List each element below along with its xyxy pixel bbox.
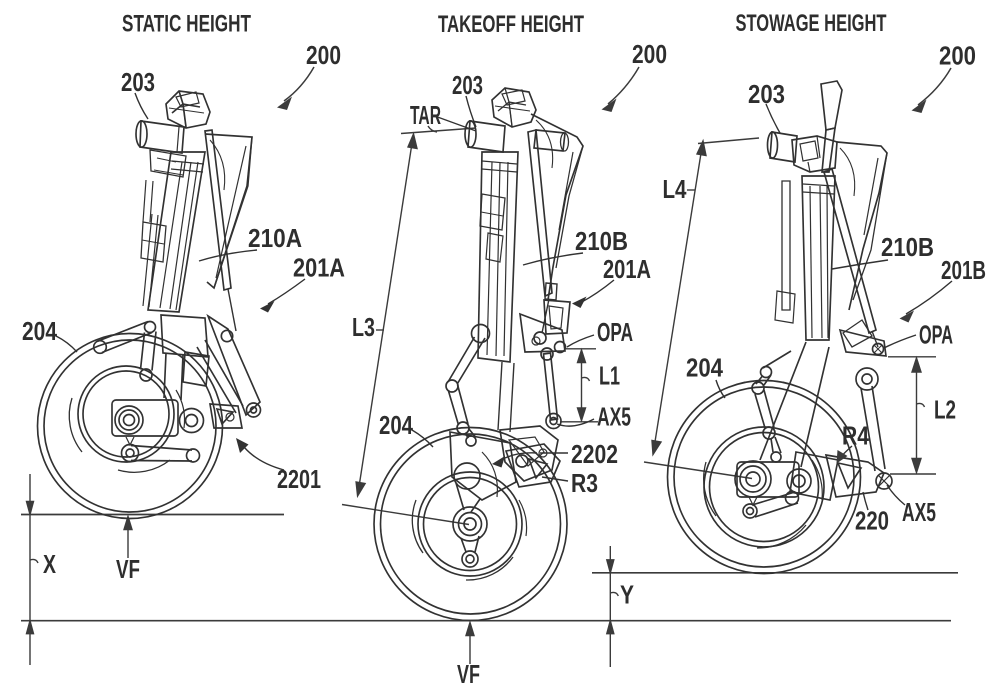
svg-text:2201: 2201	[277, 464, 321, 494]
svg-text:OPA: OPA	[919, 320, 953, 350]
svg-text:220: 220	[855, 506, 889, 536]
svg-text:VF: VF	[457, 659, 480, 689]
svg-text:AX5: AX5	[597, 402, 631, 432]
svg-text:TAR: TAR	[410, 100, 441, 130]
svg-text:200: 200	[939, 41, 976, 71]
svg-text:L4: L4	[663, 174, 687, 204]
svg-text:STATIC HEIGHT: STATIC HEIGHT	[122, 11, 251, 38]
svg-text:OPA: OPA	[597, 317, 633, 347]
svg-text:200: 200	[632, 39, 667, 69]
svg-text:Y: Y	[620, 580, 634, 610]
svg-text:204: 204	[22, 316, 57, 346]
svg-text:210B: 210B	[881, 232, 934, 262]
svg-text:R4: R4	[842, 421, 869, 451]
svg-text:200: 200	[306, 40, 341, 70]
svg-text:204: 204	[686, 353, 723, 383]
svg-text:STOWAGE HEIGHT: STOWAGE HEIGHT	[736, 10, 887, 37]
svg-text:L1: L1	[599, 361, 620, 391]
svg-text:201B: 201B	[941, 255, 986, 285]
svg-text:R3: R3	[571, 468, 598, 498]
svg-text:203: 203	[452, 70, 483, 100]
svg-text:201A: 201A	[293, 253, 345, 283]
svg-text:210B: 210B	[575, 226, 628, 256]
svg-text:L2: L2	[934, 395, 956, 425]
svg-text:2202: 2202	[571, 439, 618, 469]
svg-text:203: 203	[121, 67, 155, 97]
svg-text:AX5: AX5	[902, 497, 936, 527]
svg-text:TAKEOFF HEIGHT: TAKEOFF HEIGHT	[438, 11, 584, 38]
svg-text:204: 204	[379, 410, 413, 440]
svg-text:L3: L3	[352, 312, 375, 342]
svg-text:210A: 210A	[248, 223, 302, 253]
svg-text:X: X	[43, 549, 56, 579]
svg-text:VF: VF	[116, 554, 140, 584]
svg-text:201A: 201A	[603, 254, 651, 284]
